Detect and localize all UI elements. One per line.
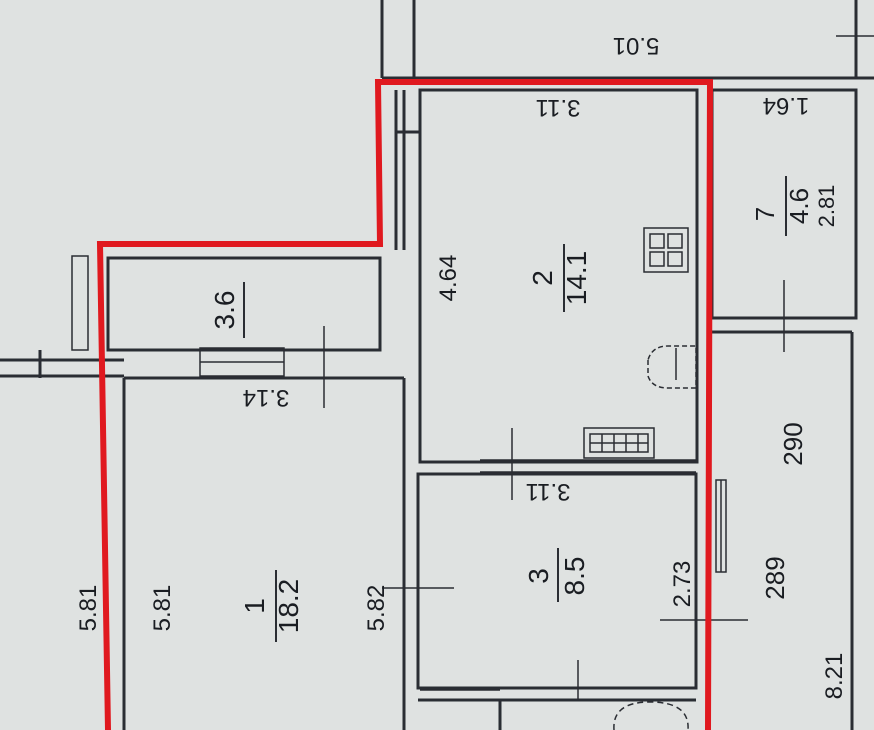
dim-room2-width: 3.11	[536, 94, 581, 121]
room7-depth: 2.81	[814, 185, 839, 228]
room1-area: 18.2	[273, 579, 304, 634]
dim-room3-width: 3.11	[526, 478, 571, 505]
dim-room1-left-outer: 5.81	[75, 585, 102, 632]
dim-corridor-b: 289	[760, 556, 790, 599]
dimension-lines	[323, 35, 874, 700]
window-marks	[71, 255, 727, 691]
dim-room1-width: 3.14	[243, 384, 290, 411]
radiator-icon	[583, 427, 655, 459]
dim-corridor-long: 8.21	[821, 653, 848, 700]
dim-top-outer: 5.01	[613, 32, 660, 59]
room1-number: 1	[239, 598, 270, 614]
room7-area: 4.6	[784, 188, 814, 224]
dim-room7-width: 1.64	[763, 92, 810, 119]
dim-room3-depth: 2.73	[669, 561, 696, 608]
dim-room1-left-inner: 5.81	[149, 585, 176, 632]
room7-number: 7	[750, 207, 780, 221]
stove-icon	[643, 227, 689, 273]
dim-corridor-a: 290	[778, 422, 808, 465]
selected-area-outline	[96, 79, 714, 730]
dim-room2-depth: 4.64	[435, 255, 462, 302]
dim-room1-right: 5.82	[363, 585, 390, 632]
sink-icon	[647, 345, 697, 389]
room2-area: 14.1	[561, 251, 592, 306]
room3-number: 3	[523, 568, 554, 584]
room2-number: 2	[527, 270, 558, 286]
toilet-icon	[613, 701, 689, 730]
loggia-area: 3.6	[209, 291, 240, 330]
room3-area: 8.5	[559, 557, 590, 596]
